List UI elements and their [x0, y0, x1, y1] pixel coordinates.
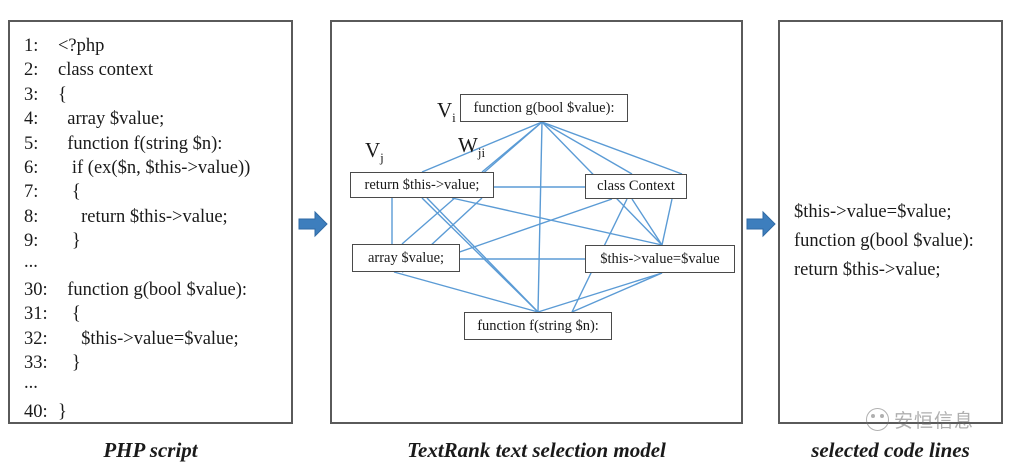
code-line-text: {: [58, 182, 81, 203]
graph-node-class-context-label: class Context: [597, 178, 675, 194]
code-line-text: array $value;: [58, 109, 165, 130]
code-line-text: $this->value=$value;: [58, 328, 239, 349]
code-line: 1: <?php: [24, 34, 285, 58]
code-line-text: }: [58, 353, 81, 374]
code-line-number: 2:: [24, 60, 39, 81]
code-line: 8: return $this->value;: [24, 205, 285, 229]
code-line: 4: array $value;: [24, 107, 285, 131]
code-line-number: 32:: [24, 328, 48, 349]
code-line-number: 30:: [24, 279, 48, 300]
code-line-text: <?php: [58, 36, 105, 56]
code-line: 31: {: [24, 302, 285, 326]
code-line-text: }: [58, 401, 67, 422]
code-line: 3: {: [24, 83, 285, 107]
vj-annotation-sub: j: [380, 150, 384, 166]
code-line-number: 3:: [24, 84, 39, 105]
code-line-text: return $this->value;: [58, 206, 228, 227]
wji-annotation-text: W: [458, 133, 478, 157]
code-line: 32: $this->value=$value;: [24, 327, 285, 351]
code-line: 2: class context: [24, 58, 285, 82]
vi-annotation-text: V: [437, 98, 453, 122]
watermark-logo-icon: [866, 408, 889, 431]
watermark: 安恒信息: [866, 406, 974, 433]
code-line-text: function f(string $n):: [58, 133, 223, 154]
code-line: 5: function f(string $n):: [24, 132, 285, 156]
code-line-text: {: [58, 304, 81, 325]
vj-annotation: Vj: [365, 138, 384, 166]
code-line-number: 6:: [24, 157, 39, 178]
graph-node-array-value-label: array $value;: [367, 249, 445, 266]
code-line: 6: if (ex($n, $this->value)): [24, 156, 285, 180]
graph-node-this-value-label: $this->value=$value: [600, 250, 720, 267]
graph-node-vi[interactable]: function g(bool $value):: [460, 94, 628, 122]
graph-node-vj[interactable]: return $this->value;: [350, 172, 494, 198]
graph-node-vj-label: return $this->value;: [364, 176, 480, 193]
selected-code-line: $this->value=$value;: [794, 202, 952, 222]
selected-code-line: return $this->value;: [794, 260, 941, 280]
code-line-number: 9:: [24, 231, 39, 252]
graph-node-class-context[interactable]: class Context: [585, 174, 687, 199]
code-line-text: }: [58, 231, 81, 252]
selected-code-panel: $this->value=$value; function g(bool $val…: [778, 20, 1003, 424]
caption-php-script: PHP script: [103, 438, 198, 462]
code-line-text: function g(bool $value):: [58, 279, 248, 300]
code-line: 30: function g(bool $value):: [24, 278, 285, 302]
graph-node-function-f[interactable]: function f(string $n):: [464, 312, 612, 340]
code-line-number: 40:: [24, 401, 48, 422]
caption-textrank: TextRank text selection model: [407, 438, 666, 462]
wji-annotation: Wji: [458, 133, 486, 161]
code-line: 40:}: [24, 400, 285, 424]
code-line-number: 31:: [24, 304, 48, 325]
caption-selected: selected code lines: [811, 438, 970, 462]
code-line-text: {: [58, 84, 67, 105]
code-line-number: 5:: [24, 133, 39, 154]
code-line: 9: }: [24, 229, 285, 253]
code-line-number: 8:: [24, 206, 39, 227]
php-script-panel: 1: <?php 2: class context 3: {4: array $value…: [8, 20, 293, 424]
selected-code-line: function g(bool $value):: [794, 231, 974, 251]
vj-annotation-text: V: [365, 138, 381, 162]
graph-node-array-value[interactable]: array $value;: [352, 244, 460, 272]
code-line: 33: }: [24, 351, 285, 375]
wji-annotation-sub: ji: [477, 145, 486, 161]
selected-code-listing: $this->value=$value; function g(bool $val…: [794, 198, 993, 285]
php-code-listing: 1: <?php 2: class context 3: {4: array $value…: [24, 34, 285, 424]
graph-node-vi-label: function g(bool $value):: [473, 99, 615, 116]
code-line-text: if (ex($n, $this->value)): [58, 157, 251, 178]
watermark-text: 安恒信息: [894, 410, 975, 432]
code-line-text: class context: [58, 60, 154, 81]
graph-node-function-f-label: function f(string $n):: [477, 317, 599, 334]
code-line: 7: {: [24, 180, 285, 204]
code-line-number: 1:: [24, 36, 39, 56]
code-line: ...: [24, 251, 38, 272]
vi-annotation: Vi: [437, 98, 456, 126]
textrank-edges: [391, 121, 683, 313]
code-line-number: 7:: [24, 182, 39, 203]
arrow-graph-to-selected: [746, 210, 776, 238]
graph-node-this-value[interactable]: $this->value=$value: [585, 245, 735, 273]
code-line-number: 33:: [24, 353, 48, 374]
arrow-php-to-graph: [298, 210, 328, 238]
vi-annotation-sub: i: [452, 110, 456, 126]
code-line-number: 4:: [24, 109, 39, 130]
textrank-model-panel: Vi Vj Wji function g(bool $value): retur…: [330, 20, 743, 424]
code-line: ...: [24, 373, 38, 394]
